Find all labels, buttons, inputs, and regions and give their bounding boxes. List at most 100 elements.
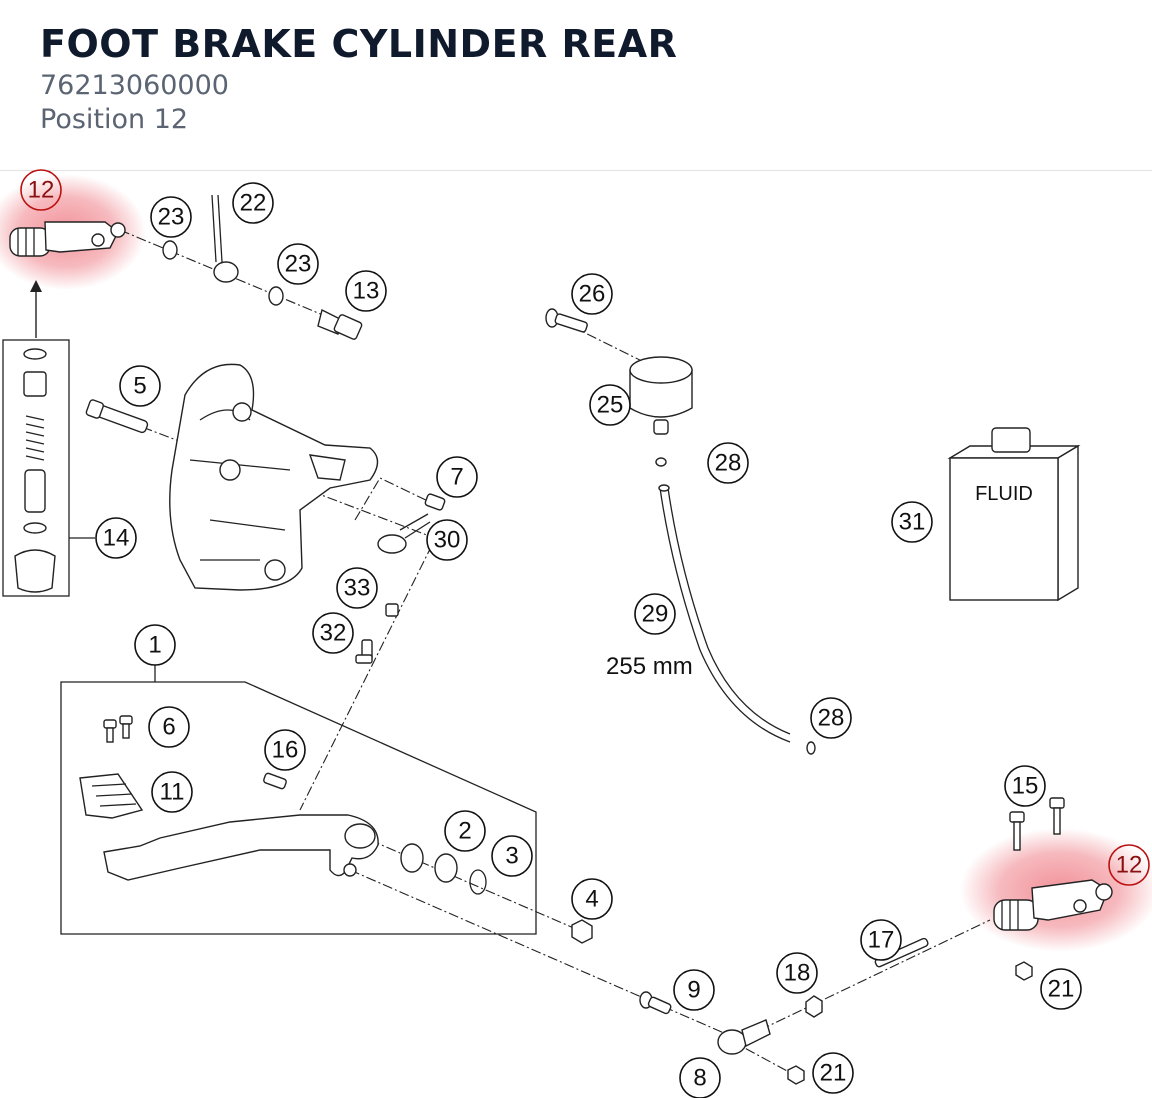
svg-text:23: 23 <box>285 251 312 278</box>
callout-33[interactable]: 33 <box>336 567 378 609</box>
svg-text:23: 23 <box>158 204 185 231</box>
part-18-nut[interactable] <box>805 995 823 1018</box>
svg-text:14: 14 <box>103 525 130 552</box>
part-1-brake-pedal-kit[interactable] <box>60 664 537 935</box>
svg-text:25: 25 <box>597 392 624 419</box>
callout-4[interactable]: 4 <box>571 878 613 920</box>
callout-28-b[interactable]: 28 <box>810 697 852 739</box>
svg-text:8: 8 <box>693 1065 706 1092</box>
part-30-spring[interactable] <box>377 513 431 554</box>
callout-2[interactable]: 2 <box>444 810 486 852</box>
part-22-brake-line[interactable] <box>211 194 239 283</box>
hose-length-label: 255 mm <box>606 653 693 680</box>
part-32-screw[interactable] <box>355 639 373 664</box>
part-25-reservoir[interactable] <box>629 356 693 435</box>
part-15-bolts[interactable] <box>1009 797 1065 851</box>
callout-9[interactable]: 9 <box>673 969 715 1011</box>
svg-text:18: 18 <box>784 960 811 987</box>
svg-text:11: 11 <box>160 779 185 806</box>
part-23-washer-a[interactable] <box>162 240 178 260</box>
part-4-nut[interactable] <box>571 919 593 944</box>
callout-11[interactable]: 11 <box>151 771 193 813</box>
part-number: 76213060000 <box>40 70 229 101</box>
callout-23-b[interactable]: 23 <box>277 243 319 285</box>
svg-text:1: 1 <box>148 632 161 659</box>
callout-1[interactable]: 1 <box>134 624 176 666</box>
callout-14[interactable]: 14 <box>95 517 137 559</box>
callout-12-top[interactable]: 12 <box>20 169 62 211</box>
svg-text:17: 17 <box>868 927 895 954</box>
callout-6[interactable]: 6 <box>148 706 190 748</box>
callout-15[interactable]: 15 <box>1004 765 1046 807</box>
svg-text:7: 7 <box>450 464 463 491</box>
svg-text:22: 22 <box>240 190 267 217</box>
callout-26[interactable]: 26 <box>571 273 613 315</box>
part-7-bolt[interactable] <box>424 493 446 511</box>
callout-28-a[interactable]: 28 <box>707 442 749 484</box>
part-2-bushing-a[interactable] <box>400 843 424 873</box>
part-16-screw[interactable] <box>263 772 287 790</box>
callout-25[interactable]: 25 <box>589 384 631 426</box>
fluid-label: FLUID <box>975 483 1033 505</box>
svg-text:28: 28 <box>818 705 845 732</box>
svg-text:21: 21 <box>820 1060 847 1087</box>
svg-text:32: 32 <box>320 620 347 647</box>
svg-text:12: 12 <box>1116 852 1143 879</box>
callout-16[interactable]: 16 <box>264 729 306 771</box>
part-13-banjo-bolt[interactable] <box>317 308 363 340</box>
svg-text:13: 13 <box>353 278 380 305</box>
callout-17[interactable]: 17 <box>860 919 902 961</box>
svg-text:26: 26 <box>579 281 606 308</box>
part-33-sleeve[interactable] <box>385 603 399 617</box>
part-23-washer-b[interactable] <box>268 286 284 306</box>
part-26-bolt[interactable] <box>545 308 588 333</box>
svg-text:4: 4 <box>585 886 598 913</box>
callout-29[interactable]: 29 <box>634 593 676 635</box>
callout-23-a[interactable]: 23 <box>150 196 192 238</box>
svg-text:31: 31 <box>899 509 926 536</box>
svg-text:15: 15 <box>1012 773 1039 800</box>
callout-8[interactable]: 8 <box>679 1057 721 1098</box>
callout-5[interactable]: 5 <box>119 365 161 407</box>
position-label: Position 12 <box>40 104 189 135</box>
part-3-circlip[interactable] <box>469 869 487 895</box>
part-28-clamp-b[interactable] <box>806 741 816 755</box>
part-21-nut-a[interactable] <box>787 1065 805 1085</box>
callout-12-bottom[interactable]: 12 <box>1108 844 1150 886</box>
part-31-fluid-container[interactable]: FLUID <box>947 427 1081 602</box>
arrow-to-part-12 <box>30 280 42 338</box>
callout-30[interactable]: 30 <box>426 519 468 561</box>
part-9-pin[interactable] <box>639 991 672 1015</box>
callout-18[interactable]: 18 <box>776 952 818 994</box>
part-11-pedal-tip[interactable] <box>79 773 144 819</box>
svg-text:3: 3 <box>505 843 518 870</box>
part-14-repair-kit[interactable] <box>2 339 95 597</box>
part-5-pivot-bolt[interactable] <box>85 399 149 434</box>
part-12-master-cylinder-bottom[interactable] <box>993 879 1113 931</box>
part-28-clamp-a[interactable] <box>655 457 667 467</box>
svg-text:30: 30 <box>434 527 461 554</box>
part-21-nut-b[interactable] <box>1015 961 1033 981</box>
part-2-bushing-b[interactable] <box>434 853 458 883</box>
callout-13[interactable]: 13 <box>345 270 387 312</box>
callout-21-b[interactable]: 21 <box>1040 968 1082 1010</box>
callout-31[interactable]: 31 <box>891 501 933 543</box>
callout-22[interactable]: 22 <box>232 182 274 224</box>
callout-21-a[interactable]: 21 <box>812 1052 854 1094</box>
svg-text:29: 29 <box>642 601 669 628</box>
part-12-master-cylinder-top[interactable] <box>9 221 126 257</box>
svg-text:5: 5 <box>133 373 146 400</box>
callout-7[interactable]: 7 <box>436 456 478 498</box>
callout-32[interactable]: 32 <box>312 612 354 654</box>
svg-text:2: 2 <box>458 818 471 845</box>
part-8-clevis[interactable] <box>717 1019 771 1055</box>
footrest-bracket <box>169 363 379 591</box>
part-6-bolts[interactable] <box>103 715 133 743</box>
svg-text:33: 33 <box>344 575 371 602</box>
header: FOOT BRAKE CYLINDER REAR 76213060000 Pos… <box>0 0 1152 171</box>
part-17-push-rod[interactable] <box>874 937 929 968</box>
callout-3[interactable]: 3 <box>491 835 533 877</box>
svg-text:21: 21 <box>1048 976 1075 1003</box>
part-29-hose[interactable] <box>658 484 791 743</box>
